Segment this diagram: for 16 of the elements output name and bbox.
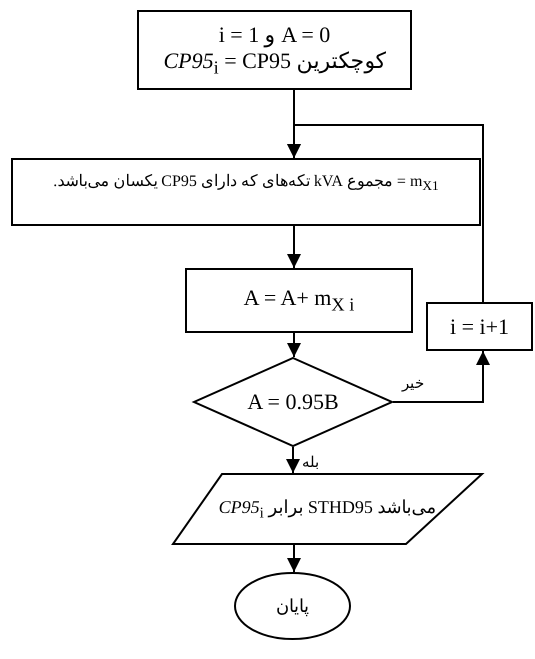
arrow bbox=[287, 333, 301, 357]
formula-text: i = i+1 bbox=[450, 314, 510, 340]
process-box bbox=[185, 268, 413, 333]
formula-text: A = A+ m$_{X i}$ bbox=[244, 285, 354, 316]
process-box bbox=[426, 302, 533, 351]
arrow bbox=[287, 226, 301, 268]
formula-text: i = 1 و A = 0 bbox=[218, 22, 330, 48]
condition-text: A = 0.95B bbox=[247, 389, 339, 415]
process-box bbox=[11, 158, 481, 226]
arrow bbox=[287, 545, 301, 572]
end-label: پایان bbox=[276, 595, 309, 617]
arrow bbox=[286, 447, 300, 473]
arrow bbox=[287, 124, 484, 302]
arrow bbox=[393, 351, 490, 403]
process-box bbox=[137, 10, 412, 90]
edge-label: بله bbox=[301, 455, 320, 471]
